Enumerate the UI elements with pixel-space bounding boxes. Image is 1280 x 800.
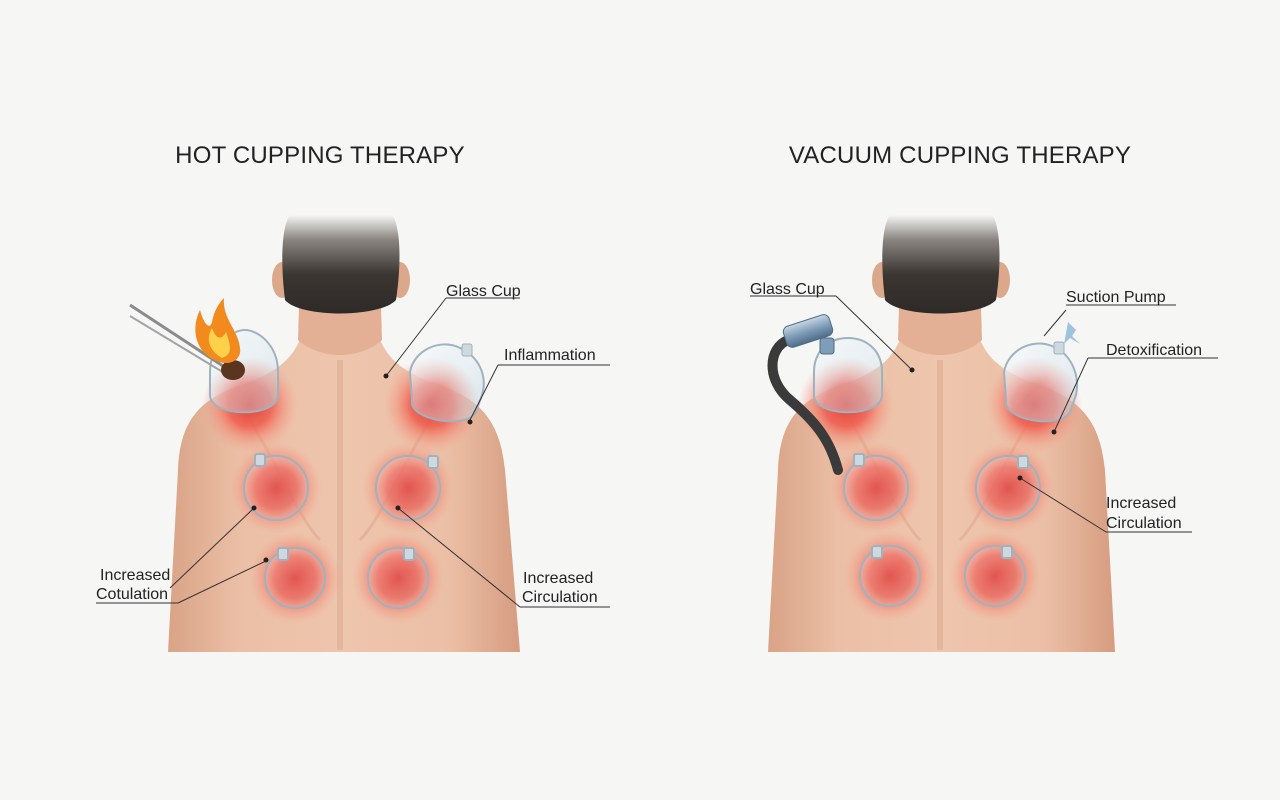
suction-arrow-icon [1064, 322, 1080, 344]
hair [282, 215, 400, 314]
label-increased-right-line2: Circulation [522, 589, 598, 606]
pump-body [782, 314, 834, 348]
vacuum-cupping-panel: VACUUM CUPPING THERAPY [640, 0, 1280, 800]
label-increased-line1: Increased [1106, 495, 1176, 512]
leader-lines [96, 297, 610, 608]
suction-pump [767, 314, 843, 475]
label-glass-cup: Glass Cup [446, 283, 521, 300]
label-suction-pump: Suction Pump [1066, 289, 1166, 306]
hot-cupping-illustration: Glass Cup Inflammation Increased Cotulat… [96, 215, 610, 652]
glass-cups [243, 453, 441, 609]
cotton-ball [221, 360, 245, 380]
upper-glass-cup-right [408, 343, 485, 423]
pump-hose [767, 335, 843, 475]
glass-cup [367, 547, 429, 609]
glass-cup [975, 455, 1041, 521]
label-increased-left-line1: Increased [100, 567, 170, 584]
glass-cup [243, 455, 309, 521]
label-glass-cup: Glass Cup [750, 281, 825, 298]
hair [882, 215, 1000, 314]
label-inflammation: Inflammation [504, 347, 596, 364]
label-increased-left-line2: Cotulation [96, 586, 168, 603]
vacuum-cupping-illustration: Glass Cup Suction Pump Detoxification In… [750, 215, 1218, 652]
glass-cup [964, 545, 1026, 607]
glass-cups [843, 453, 1041, 607]
flame-tool [129, 298, 245, 380]
hot-cupping-panel: HOT CUPPING THERAPY [96, 142, 610, 652]
label-increased-right-line1: Increased [523, 570, 593, 587]
glass-cup [859, 545, 921, 607]
glass-cup [843, 455, 909, 521]
label-detoxification: Detoxification [1106, 342, 1202, 359]
upper-glass-cup-right [1002, 322, 1080, 423]
leader-lines [750, 295, 1218, 533]
label-increased-line2: Circulation [1106, 515, 1182, 532]
glass-cup [264, 547, 326, 609]
glass-cup [375, 455, 441, 521]
hot-cupping-title: HOT CUPPING THERAPY [175, 142, 465, 169]
vacuum-cupping-title: VACUUM CUPPING THERAPY [788, 142, 1132, 169]
